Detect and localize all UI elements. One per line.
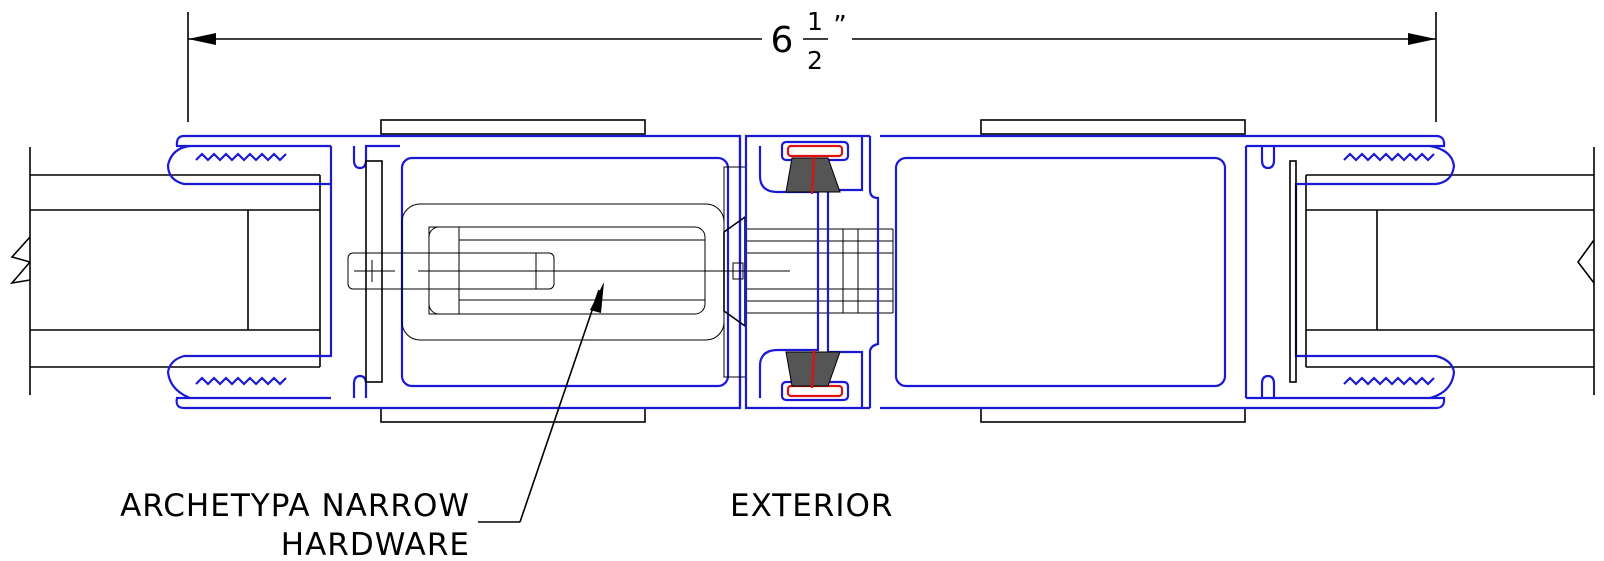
weather-seal-top <box>780 140 850 195</box>
weather-seal-bottom <box>780 349 850 402</box>
dimension-denominator: 2 <box>807 46 823 75</box>
hardware-label-line2: HARDWARE <box>281 527 470 561</box>
right-door-profile <box>880 134 1456 410</box>
left-wall-section <box>9 147 321 395</box>
exterior-label: EXTERIOR <box>730 488 893 524</box>
hardware-callout: ARCHETYPA NARROW HARDWARE <box>120 282 604 561</box>
arrowhead-right-icon <box>1408 33 1436 45</box>
dimension-inch-mark: ” <box>833 11 846 41</box>
arrowhead-left-icon <box>188 33 216 45</box>
dimension-whole: 6 <box>771 20 794 61</box>
leader-arrowhead-icon <box>590 282 604 313</box>
overall-dimension: 6 1 2 ” <box>187 7 1437 122</box>
narrow-hardware-assembly <box>347 166 894 378</box>
hardware-label-line1: ARCHETYPA NARROW <box>120 488 470 524</box>
dimension-numerator: 1 <box>807 7 823 36</box>
left-door-profile <box>166 134 742 410</box>
leader-line <box>519 289 600 523</box>
